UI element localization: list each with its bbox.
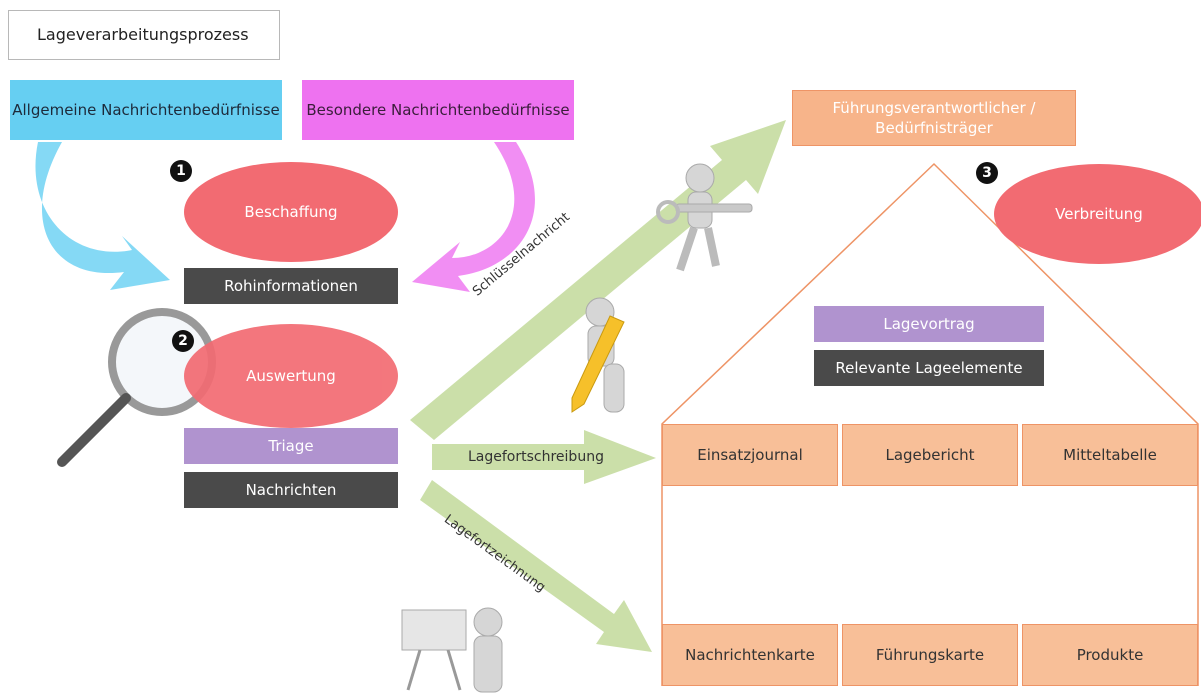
step-procurement: Beschaffung [184,162,398,262]
triage-box: Triage [184,428,398,464]
house-outline [661,162,1199,686]
person-with-pencil-icon [571,297,625,413]
product-command-map: Führungskarte [842,624,1018,686]
process-title: Lageverarbeitungsprozess [8,10,280,60]
relevant-elements-box: Relevante Lageelemente [814,350,1044,386]
product-products: Produkte [1022,624,1198,686]
product-resources-table: Mitteltabelle [1022,424,1198,486]
presenter-icon [401,607,503,693]
leader-box: Führungsverantwortlicher / Bedürfnisträg… [792,90,1076,146]
briefing-box: Lagevortrag [814,306,1044,342]
raw-info-box: Rohinformationen [184,268,398,304]
messages-box: Nachrichten [184,472,398,508]
step-evaluation: Auswertung [184,324,398,428]
update-arrow [432,430,656,484]
product-report: Lagebericht [842,424,1018,486]
special-needs-box: Besondere Nachrichtenbedürfnisse [302,80,574,140]
person-with-key-icon [656,163,753,272]
step-badge-1: 1 [170,160,192,182]
product-message-map: Nachrichtenkarte [662,624,838,686]
product-journal: Einsatzjournal [662,424,838,486]
key-message-arrow [410,120,786,440]
step-badge-2: 2 [172,330,194,352]
magenta-curved-arrow [412,142,535,292]
drawing-arrow [420,480,652,652]
general-needs-box: Allgemeine Nachrichtenbedürfnisse [10,80,282,140]
cyan-curved-arrow [35,142,170,290]
step-distribution: Verbreitung [994,164,1201,264]
step-badge-3: 3 [976,162,998,184]
update-label: Lagefortschreibung [468,449,604,465]
